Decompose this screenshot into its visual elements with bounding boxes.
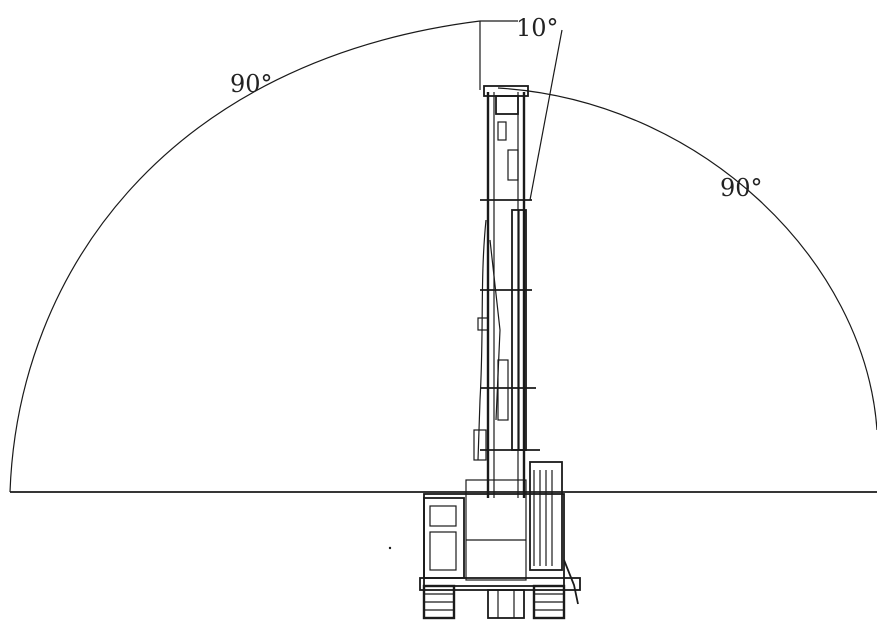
left-swing-arc: [9, 20, 481, 493]
stray-mark: [388, 546, 392, 550]
tilt-angle-label: 10°: [516, 14, 559, 42]
right-swing-angle-label: 90°: [720, 174, 763, 202]
tilt-reference-line: [529, 29, 563, 201]
left-swing-angle-label: 90°: [230, 70, 273, 98]
right-wheel: [532, 584, 566, 620]
drill-carrier: [419, 461, 581, 620]
right-swing-arc: [497, 87, 877, 431]
drill-mast: [473, 85, 540, 498]
left-wheel: [422, 584, 456, 620]
